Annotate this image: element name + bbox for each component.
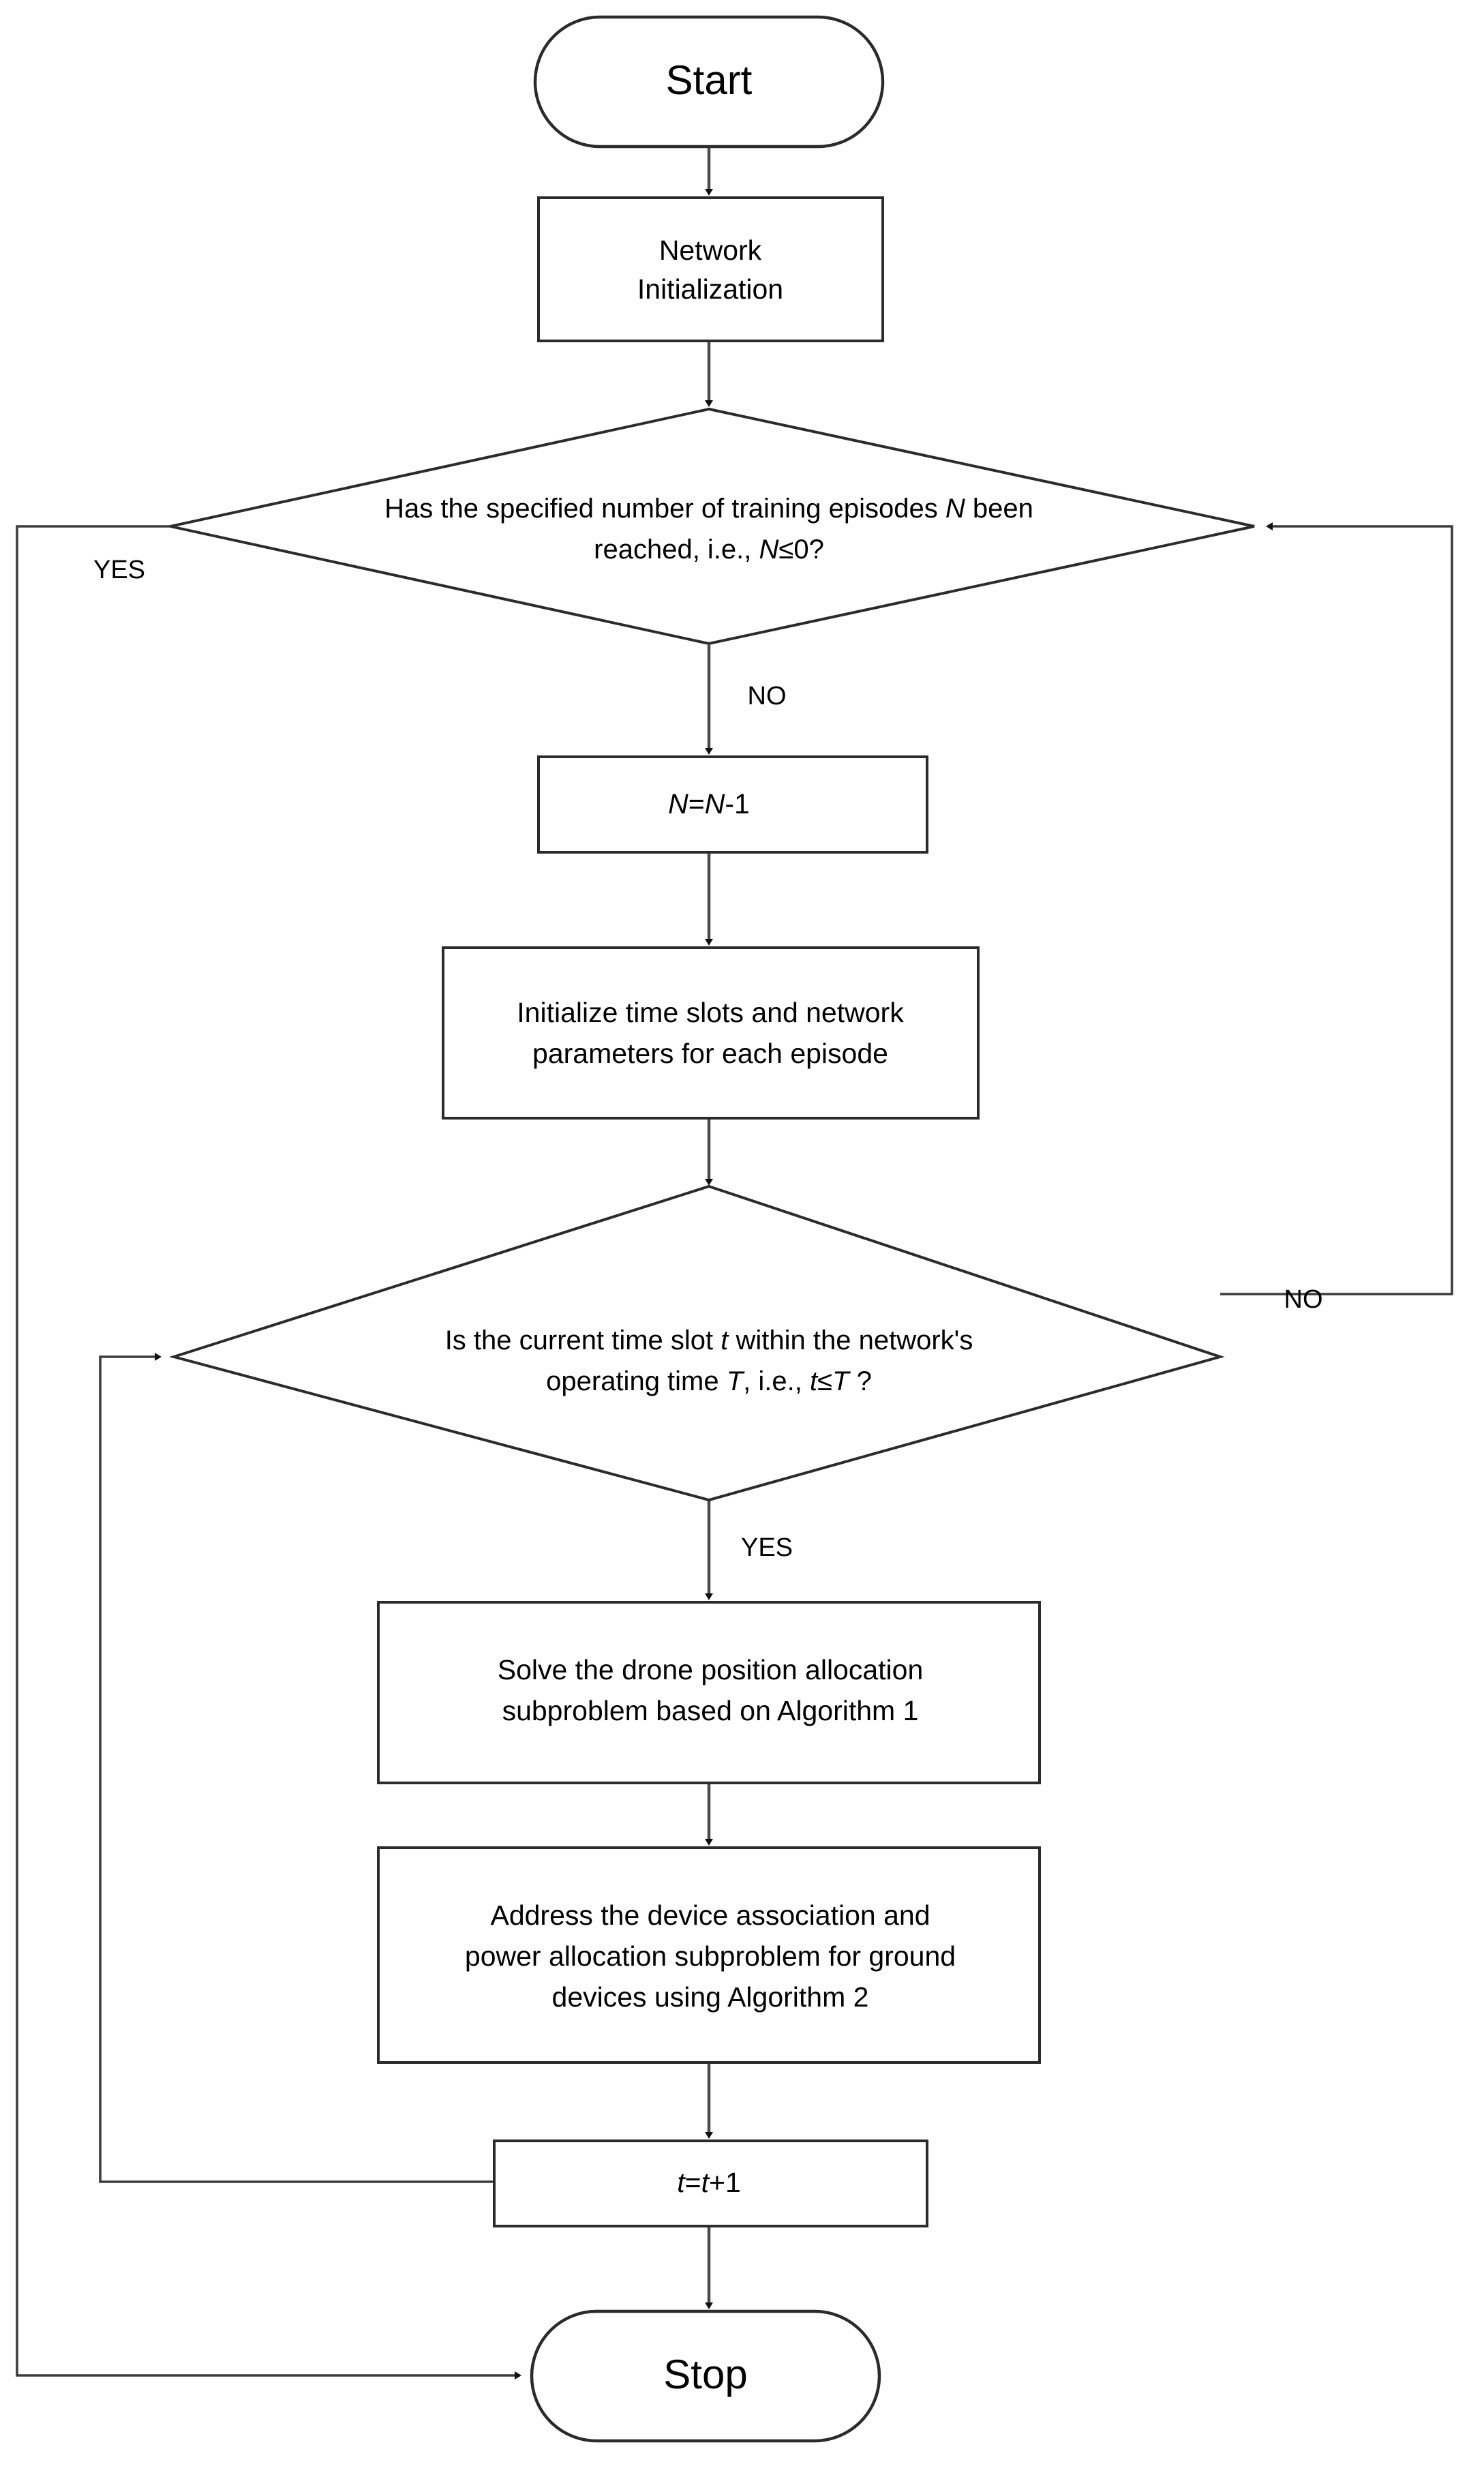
decrement-shape <box>537 755 928 854</box>
address-device-label-line3: devices using Algorithm 2 <box>552 1981 869 2013</box>
decision-timeslot-line1-a: Is the current time slot <box>445 1325 721 1355</box>
decision-timeslot-line2-c: ≤ <box>817 1366 832 1396</box>
decision-episodes-line1-a: Has the specified number of training epi… <box>384 494 945 524</box>
decrement-var1: N <box>668 788 688 820</box>
node-start[interactable]: Start <box>533 15 885 149</box>
edge-increment-loop-to-decision-timeslot <box>99 1353 494 2183</box>
stop-terminator-shape <box>530 2309 881 2443</box>
increment-var2: t <box>701 2167 710 2198</box>
decision-episodes-line2-b: ≤0? <box>778 535 823 565</box>
decision-episodes-label-line1: Has the specified number of training epi… <box>384 494 1033 524</box>
start-terminator-shape <box>533 15 885 149</box>
network-init-label-line2: Initialization <box>637 273 783 305</box>
increment-eq: = <box>685 2167 701 2198</box>
network-init-label-line1: Network <box>659 235 762 266</box>
decision-episodes-line2-var: N <box>759 535 779 565</box>
init-slots-shape <box>442 946 980 1120</box>
network-init-shape <box>537 196 884 342</box>
node-increment[interactable]: t=t+1 <box>493 2140 928 2227</box>
edge-decision-timeslot-no-to-decision-episodes <box>1220 522 1453 1295</box>
edge-decision-episodes-yes-to-stop <box>16 525 521 2380</box>
decision-timeslot-line2-var1: T <box>727 1366 745 1396</box>
decision-episodes-line1-var: N <box>945 494 965 524</box>
decision-timeslot-line2-a: operating time <box>546 1366 727 1396</box>
node-network-init[interactable]: Network Initialization <box>537 196 884 342</box>
edge-label-episodes-no: NO <box>748 682 787 710</box>
decision-timeslot-line2-b: , i.e., <box>743 1366 810 1396</box>
node-decision-timeslot[interactable]: Is the current time slot t within the ne… <box>168 1184 1225 1502</box>
decision-episodes-line2-a: reached, i.e., <box>594 535 759 565</box>
address-device-shape <box>377 1846 1041 2064</box>
address-device-label-line1: Address the device association and <box>490 1900 930 1931</box>
edge-label-timeslot-yes: YES <box>741 1533 793 1562</box>
solve-drone-label-line1: Solve the drone position allocation <box>498 1654 924 1685</box>
decision-timeslot-label-line2: operating time T, i.e., t≤T ? <box>546 1366 872 1396</box>
address-device-label-line2: power allocation subproblem for ground <box>465 1940 956 1972</box>
decision-timeslot-line2-var3: T <box>832 1366 851 1396</box>
decision-timeslot-line1-b: within the network's <box>728 1325 973 1355</box>
node-stop[interactable]: Stop <box>530 2309 881 2443</box>
decision-timeslot-shape <box>168 1184 1225 1502</box>
init-slots-label-line2: parameters for each episode <box>532 1038 888 1069</box>
decrement-var2: N <box>705 788 725 820</box>
decision-timeslot-line2-var2: t <box>810 1366 819 1396</box>
increment-tail: +1 <box>709 2167 741 2198</box>
node-address-device[interactable]: Address the device association and power… <box>377 1846 1041 2064</box>
init-slots-label-line1: Initialize time slots and network <box>517 997 904 1028</box>
solve-drone-label-line2: subproblem based on Algorithm 1 <box>502 1695 919 1726</box>
node-decision-episodes[interactable]: Has the specified number of training epi… <box>170 407 1255 646</box>
increment-label: t=t+1 <box>677 2167 741 2198</box>
decrement-eq: = <box>688 788 705 820</box>
increment-shape <box>493 2140 928 2227</box>
edge-label-episodes-yes: YES <box>93 556 145 584</box>
solve-drone-shape <box>377 1601 1041 1784</box>
edge-label-timeslot-no: NO <box>1284 1285 1323 1314</box>
increment-var1: t <box>677 2167 686 2198</box>
decision-timeslot-label-line1: Is the current time slot t within the ne… <box>445 1325 973 1355</box>
node-solve-drone[interactable]: Solve the drone position allocation subp… <box>377 1601 1041 1784</box>
decision-episodes-line1-b: been <box>965 494 1033 524</box>
decrement-tail: -1 <box>725 788 749 820</box>
stop-label: Stop <box>663 2352 747 2397</box>
decrement-label: N=N-1 <box>668 788 750 820</box>
decision-episodes-shape <box>170 407 1255 646</box>
decision-episodes-label-line2: reached, i.e., N≤0? <box>594 535 824 565</box>
decision-timeslot-line1-var: t <box>721 1325 729 1355</box>
node-decrement[interactable]: N=N-1 <box>537 755 928 854</box>
decision-timeslot-line2-d: ? <box>849 1366 872 1396</box>
node-init-slots[interactable]: Initialize time slots and network parame… <box>442 946 980 1120</box>
start-label: Start <box>666 57 753 103</box>
